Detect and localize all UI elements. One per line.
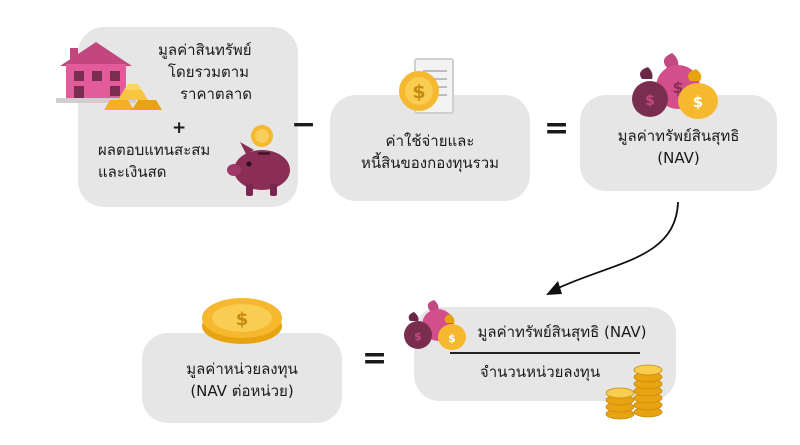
market-value-line3: ราคาตลาด [180, 85, 253, 103]
house-icon [56, 42, 136, 103]
gold-coin-icon: $ [202, 298, 282, 344]
svg-text:$: $ [412, 81, 425, 103]
fraction-denominator: จำนวนหน่วยลงทุน [479, 363, 601, 381]
small-money-bags-icon: $ $ [404, 300, 466, 350]
equals-operator-2: = [362, 341, 388, 376]
equals-operator: = [544, 111, 570, 146]
money-bags-icon: $ $ $ [632, 53, 718, 119]
returns-line1: ผลตอบแทนสะสม [98, 141, 211, 159]
nav-box [580, 95, 777, 191]
unit-value-line1: มูลค่าหน่วยลงทุน [186, 360, 298, 378]
curved-arrow-icon [546, 201, 679, 295]
unit-value-box [142, 333, 342, 423]
svg-text:$: $ [645, 93, 655, 109]
svg-text:$: $ [414, 330, 422, 343]
expenses-line2: หนี้สินของกองทุนรวม [360, 154, 500, 172]
expenses-line1: ค่าใช้จ่ายและ [385, 132, 475, 150]
nav-line2: (NAV) [657, 149, 700, 167]
svg-text:$: $ [693, 93, 703, 111]
svg-text:$: $ [448, 332, 456, 345]
svg-text:$: $ [236, 309, 249, 330]
minus-operator: − [291, 107, 317, 142]
gold-bars-icon [104, 84, 162, 110]
receipt-coin-icon: $ [399, 58, 454, 114]
fraction-bar [450, 352, 640, 354]
market-value-line1: มูลค่าสินทรัพย์ [158, 41, 252, 59]
fraction-numerator: มูลค่าทรัพย์สินสุทธิ (NAV) [477, 323, 647, 341]
plus-sign: + [172, 118, 187, 138]
svg-text:$: $ [672, 78, 683, 97]
formula-box [414, 307, 676, 401]
nav-line1: มูลค่าทรัพย์สินสุทธิ [617, 127, 740, 145]
coin-stacks-icon [605, 364, 663, 420]
unit-value-line2: (NAV ต่อหน่วย) [190, 382, 294, 400]
returns-line2: และเงินสด [98, 163, 167, 181]
piggy-bank-icon [227, 125, 290, 196]
market-value-line2: โดยรวมตาม [168, 63, 250, 81]
